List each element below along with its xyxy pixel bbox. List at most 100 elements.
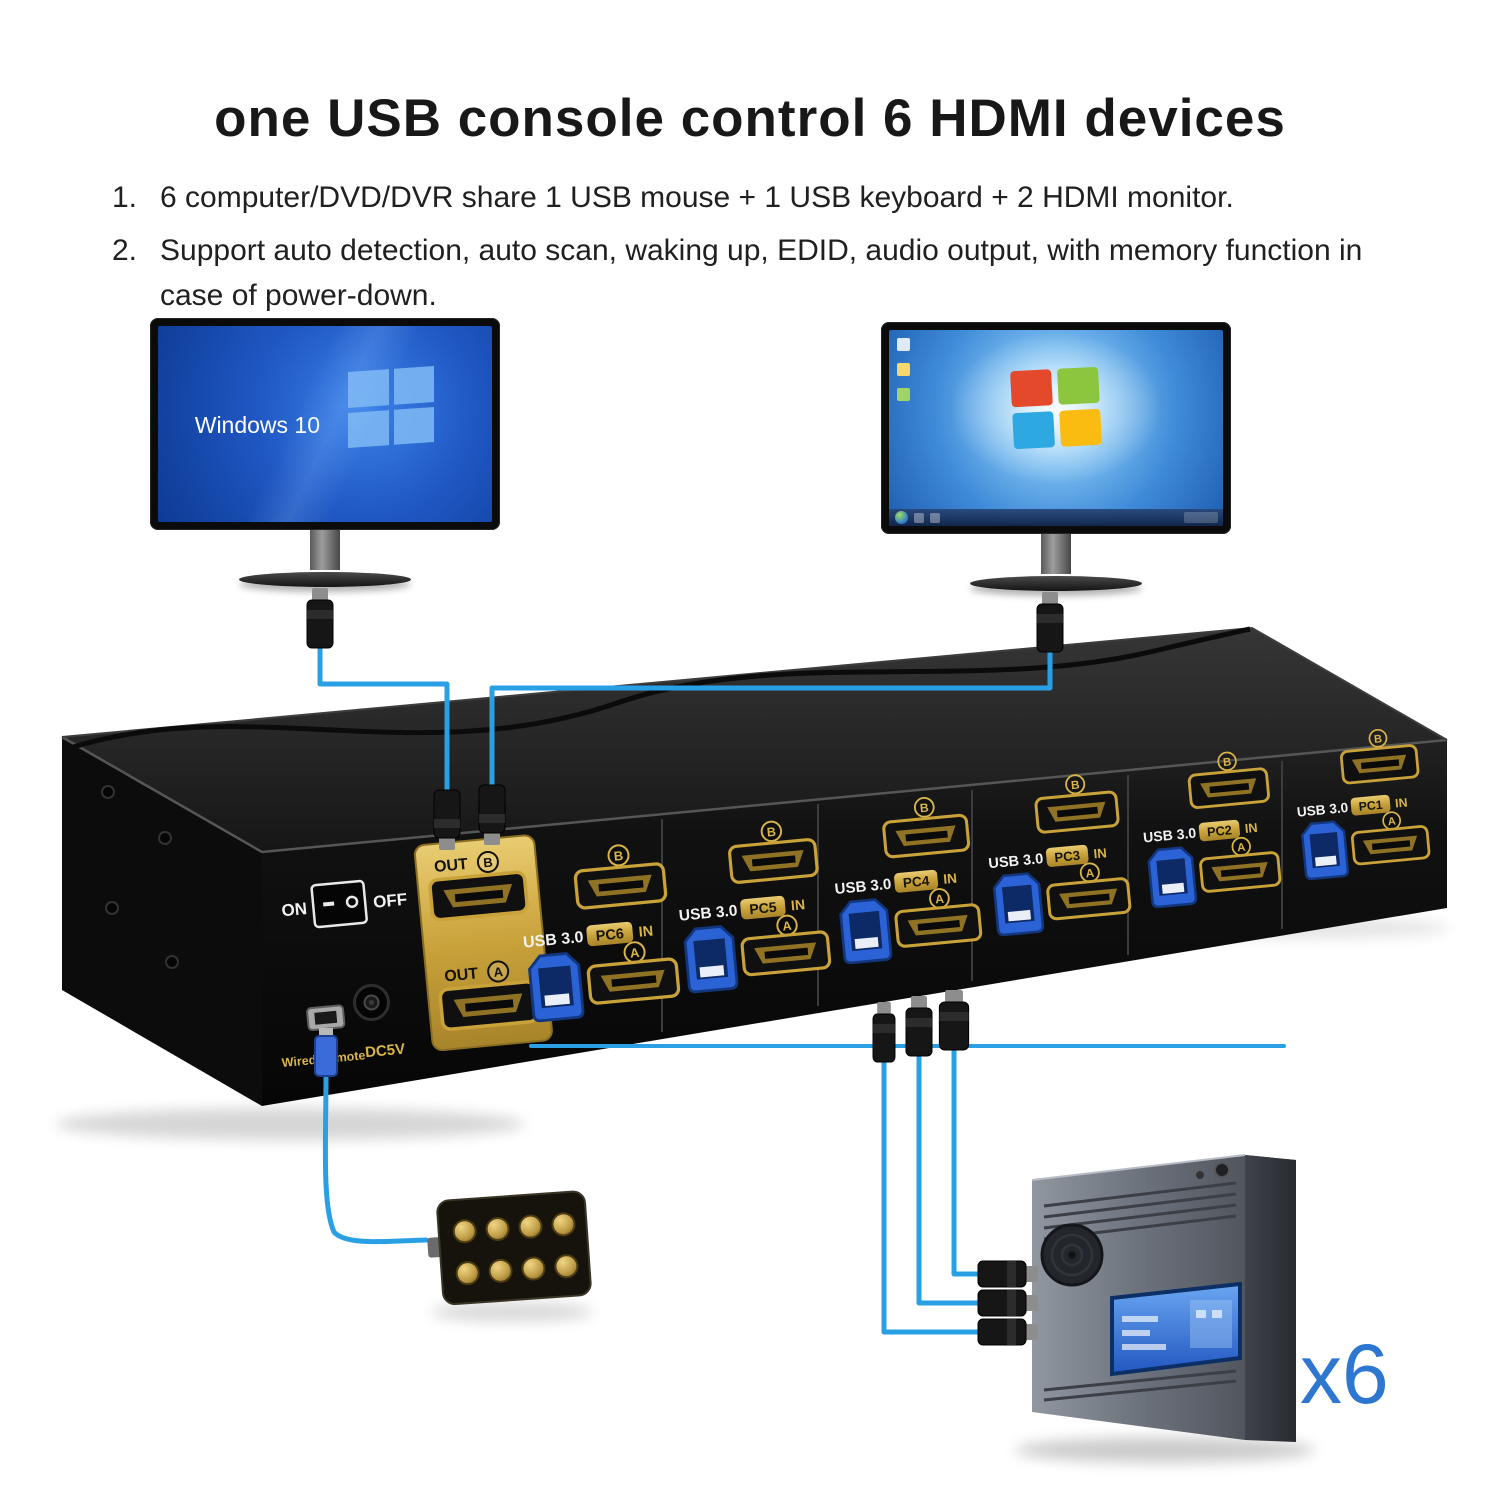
power-button (1214, 1162, 1230, 1178)
port-b-letter: B (766, 825, 776, 840)
hdmi-port-a (586, 956, 681, 1006)
edge-back (61, 626, 1448, 741)
feature-number: 1. (112, 181, 138, 214)
usb-plug-hanging (905, 995, 933, 1057)
hdmi-port-a (1045, 876, 1132, 921)
cable-monitor-right (489, 649, 1053, 788)
out-b-label: OUT (433, 856, 468, 876)
monitor-left-screen: Windows 10 (158, 326, 492, 522)
hdmi-plug-monitor-right (1036, 591, 1064, 653)
out-b-ring (476, 850, 499, 873)
usb-plug-into-pc (977, 1289, 1039, 1317)
taskbar-icon (930, 512, 940, 523)
system-tray (1184, 512, 1218, 523)
port-group-pc5: B USB 3.0 PC5 IN A (678, 820, 832, 994)
usb-label: USB 3.0 (1296, 800, 1349, 820)
remote-button (551, 1212, 576, 1237)
hdmi-port-b (573, 861, 668, 911)
port-group-pc2: B USB 3.0 PC2 IN A (1142, 751, 1282, 909)
port-b-ring (1065, 774, 1086, 795)
hdmi-port-b (727, 837, 820, 885)
usb-plug-into-pc (977, 1260, 1039, 1288)
tower-edge (1031, 1154, 1246, 1181)
monitor-right-screen (889, 330, 1223, 526)
reset-button (1196, 1171, 1204, 1179)
pc-badge (1045, 844, 1089, 867)
usb-port (682, 924, 739, 994)
wired-remote-port (306, 1004, 346, 1032)
hdmi-port-b (1033, 790, 1121, 835)
remote-shadow (430, 1302, 594, 1322)
in-label: IN (1244, 820, 1258, 836)
remote-button (518, 1214, 543, 1239)
switch-dash-icon (322, 901, 335, 907)
port-b-letter: B (1223, 756, 1232, 769)
hdmi-port-b (1187, 766, 1271, 810)
wallpaper-glow (941, 330, 1171, 491)
usb-label: USB 3.0 (834, 876, 892, 898)
dc-label: DC5V (364, 1041, 405, 1062)
desktop-icons (897, 338, 910, 401)
edge-highlight (61, 735, 1448, 854)
kvm-left-face (62, 737, 262, 1106)
remote-button (452, 1219, 477, 1244)
in-label: IN (638, 923, 654, 940)
start-orb-icon (895, 511, 908, 524)
vent-line (1043, 1181, 1237, 1208)
pc-badge (1350, 794, 1391, 816)
pc-badge-label: PC5 (749, 899, 778, 917)
port-group-pc4: B USB 3.0 PC4 IN A (834, 796, 983, 965)
lcd-display (1110, 1281, 1242, 1377)
in-label: IN (790, 896, 805, 913)
monitor-right (880, 322, 1232, 591)
usb-port (1300, 819, 1350, 881)
monitor-left-bezel: Windows 10 (150, 318, 500, 530)
port-b-letter: B (919, 801, 929, 816)
monitor-right-stand (1041, 534, 1071, 574)
hdmi-out-a-port (437, 979, 540, 1032)
remote-button (455, 1261, 480, 1286)
taskbar (889, 509, 1223, 526)
pc-badge (740, 895, 786, 920)
kvm-top-face (62, 628, 1447, 852)
hdmi-port-a (893, 902, 983, 949)
tower-shadow (1015, 1437, 1315, 1463)
port-b-ring (760, 820, 783, 843)
pc-badge-label: PC3 (1054, 848, 1081, 865)
feature-text: Support auto detection, auto scan, wakin… (160, 234, 1363, 312)
power-off-label: OFF (372, 890, 408, 912)
pc-badge (586, 921, 634, 947)
feature-list: 1. 6 computer/DVD/DVR share 1 USB mouse … (112, 175, 1442, 326)
usb-label: USB 3.0 (988, 851, 1044, 872)
usb-plug-into-pc (977, 1318, 1039, 1346)
hdmi-port-a (1350, 824, 1431, 866)
out-b-letter: B (483, 855, 494, 871)
device-shadow (55, 1108, 525, 1140)
port-a-letter: A (1085, 866, 1095, 881)
port-b-letter: B (613, 848, 624, 864)
screw-icon (158, 831, 172, 845)
hdmi-plug-hanging (938, 989, 970, 1051)
port-a-letter: A (1237, 842, 1246, 855)
usb-port (1146, 845, 1198, 909)
pc-badge (894, 869, 939, 893)
page-title: one USB console control 6 HDMI devices (214, 89, 1286, 148)
switch-circle-icon (345, 895, 359, 909)
port-a-letter: A (1387, 816, 1396, 829)
remote-button (554, 1254, 579, 1279)
panel-left-section: ON OFF OUT B OUT A (281, 834, 553, 1070)
pc-badge-label: PC6 (595, 926, 625, 945)
hdmi-out-b-port (427, 869, 530, 923)
usb-port (991, 871, 1045, 937)
in-label: IN (943, 871, 958, 887)
port-a-letter: A (934, 892, 944, 907)
desktop-icon (897, 338, 910, 351)
usb-label: USB 3.0 (678, 902, 738, 924)
monitor-left-base (239, 572, 411, 587)
monitor-right-base (970, 576, 1142, 591)
port-group-pc1: B USB 3.0 PC1 IN A (1296, 728, 1431, 881)
tower-side (1245, 1155, 1296, 1442)
usb-plug-hanging (872, 1001, 896, 1063)
monitor-right-bezel (881, 322, 1231, 534)
